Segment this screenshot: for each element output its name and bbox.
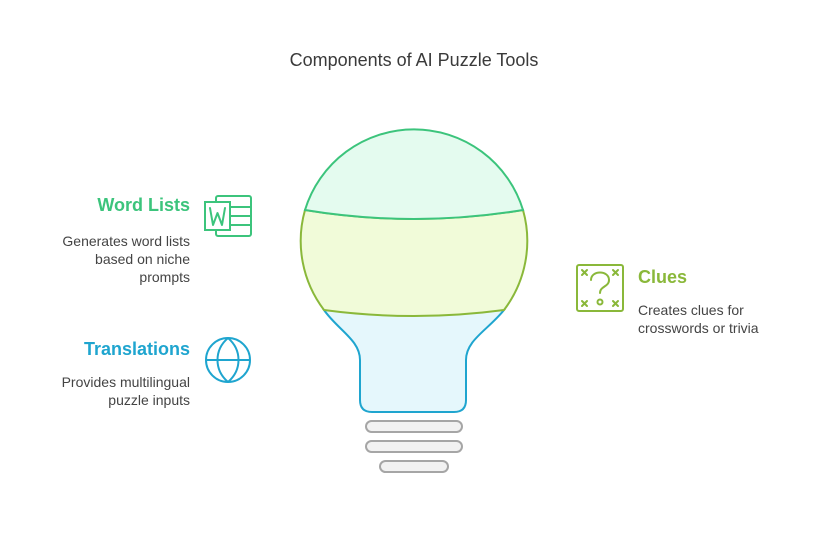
word-lists-desc-line: Generates word lists — [62, 233, 190, 249]
clues-heading: Clues — [638, 267, 688, 287]
bulb-base-ring-3 — [379, 460, 449, 473]
word-lists-description: Generates word lists based on niche prom… — [62, 232, 190, 286]
bulb-middle-section — [299, 208, 529, 317]
translations-heading: Translations — [83, 339, 190, 359]
clues-desc-line: Creates clues for — [638, 302, 744, 318]
word-document-icon — [204, 195, 252, 237]
bulb-base-ring-1 — [365, 420, 463, 433]
word-lists-desc-line: prompts — [139, 269, 190, 285]
translations-desc-line: puzzle inputs — [108, 392, 190, 408]
bulb-base-ring-2 — [365, 440, 463, 453]
bulb-top-section — [303, 128, 525, 220]
diagram-title: Components of AI Puzzle Tools — [289, 50, 539, 70]
word-lists-heading: Word Lists — [97, 195, 190, 215]
word-lists-desc-line: based on niche — [95, 251, 190, 267]
clues-desc-line: crosswords or trivia — [638, 320, 759, 336]
clues-description: Creates clues for crosswords or trivia — [638, 301, 759, 337]
question-box-icon — [576, 264, 624, 312]
bulb-neck-section — [322, 309, 507, 413]
translations-desc-line: Provides multilingual — [61, 374, 190, 390]
translations-description: Provides multilingual puzzle inputs — [62, 373, 190, 409]
globe-icon — [205, 337, 251, 383]
